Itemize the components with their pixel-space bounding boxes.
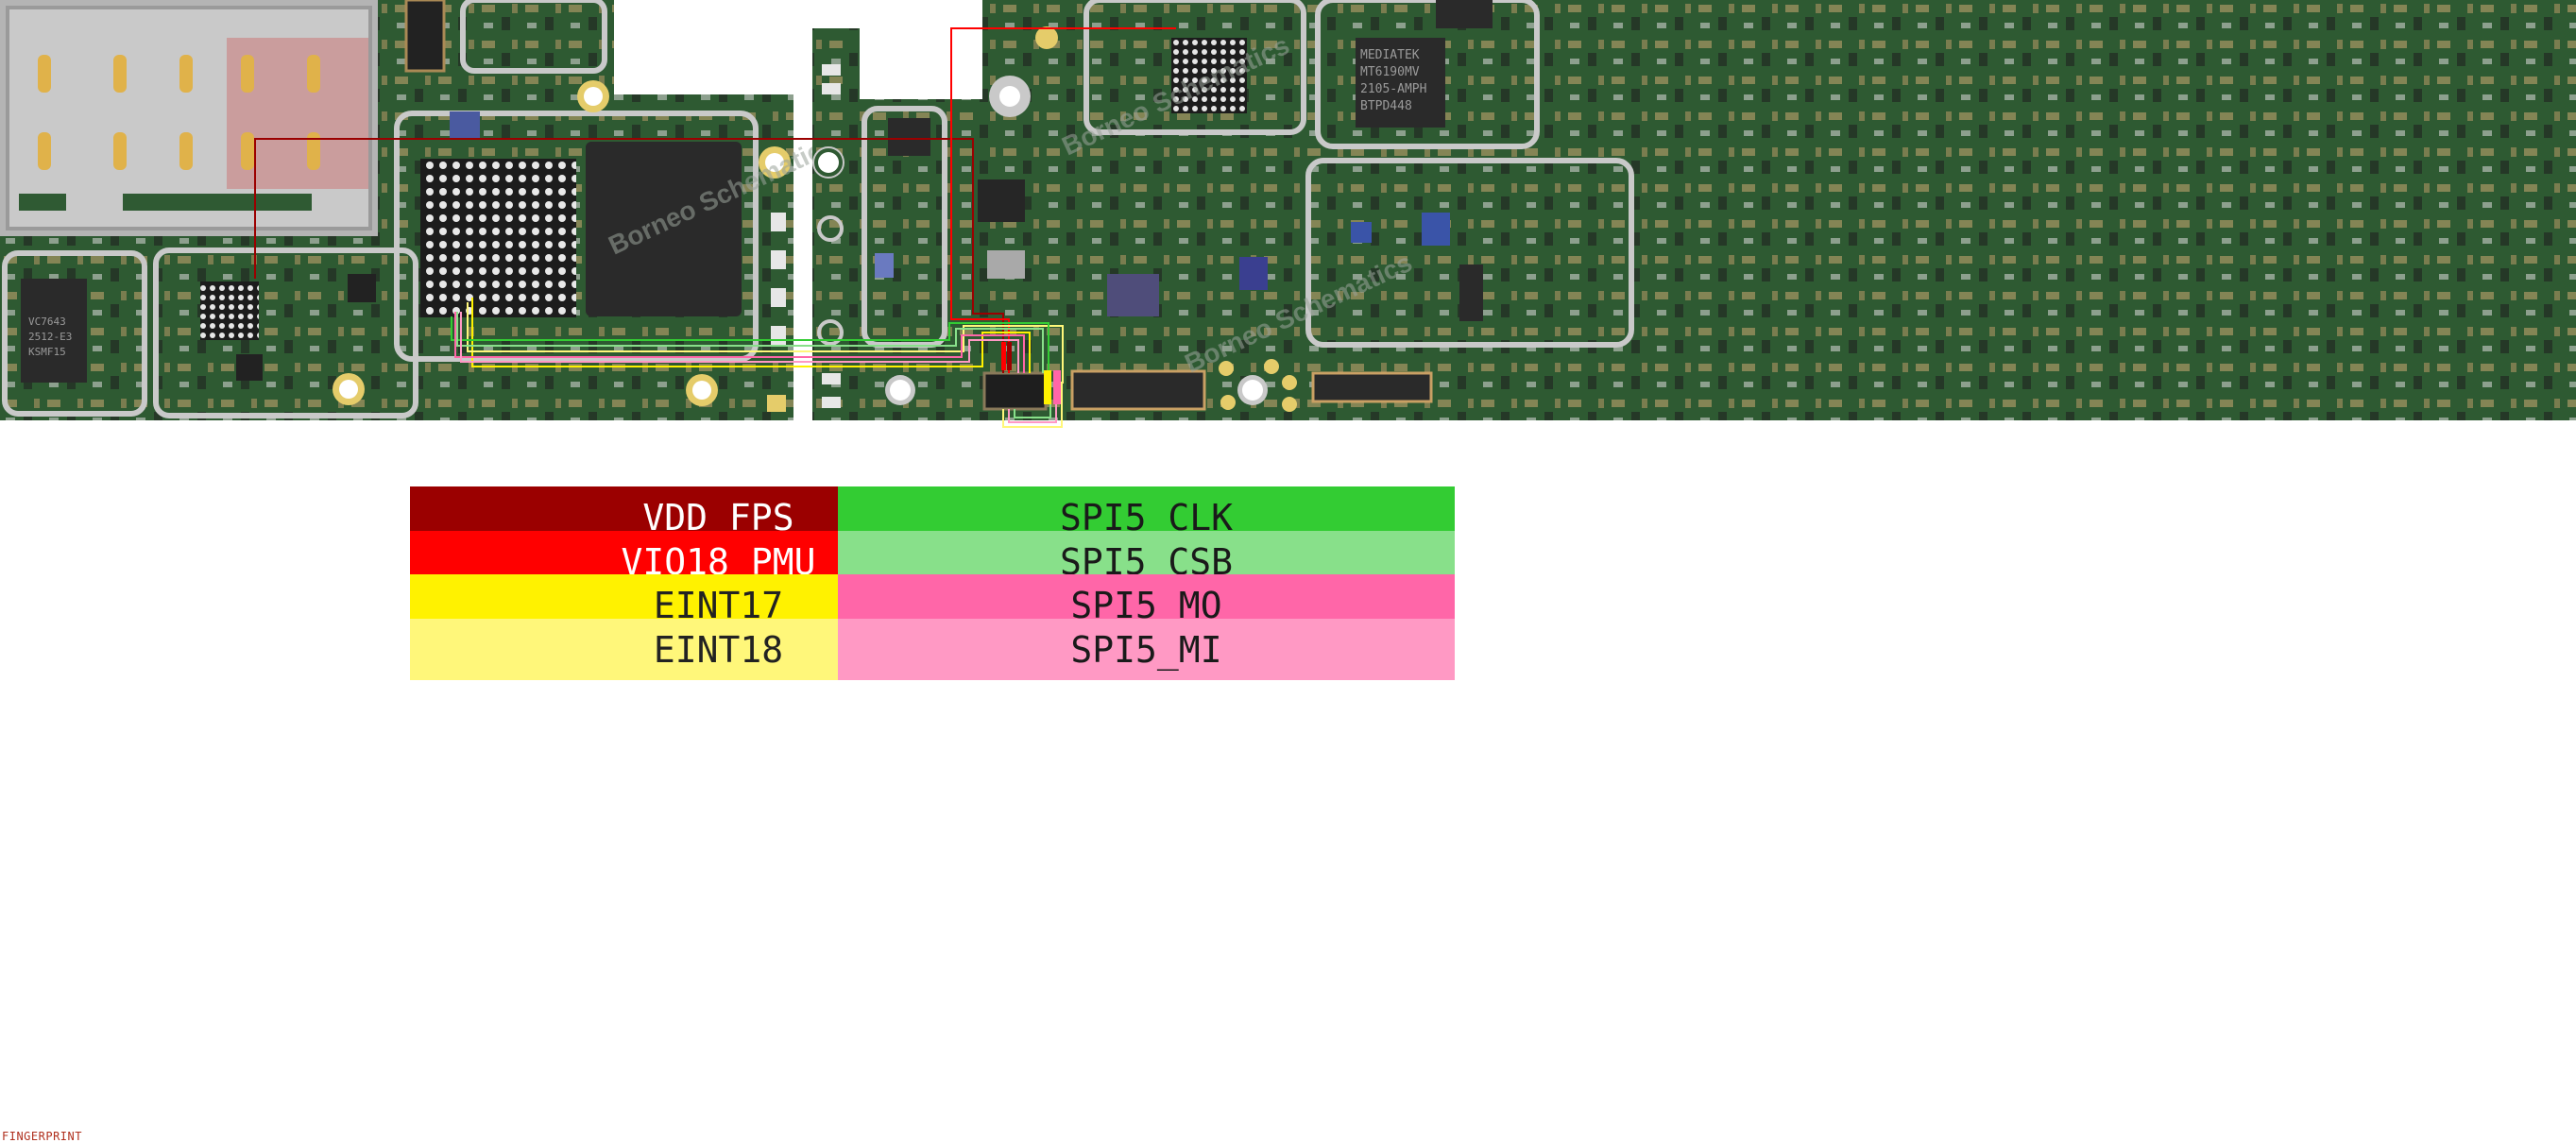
pcb-board-photo: VC7643 2512-E3 KSMF15 Borneo Schematics: [0, 0, 2576, 428]
right-board-section: MEDIATEK MT6190MV 2105-AMPH BTPD448: [812, 0, 2576, 420]
soc-bga-footprint: [420, 159, 576, 317]
legend-label: SPI5_MI: [1070, 628, 1222, 671]
pmic-bga-footprint: [1171, 38, 1247, 113]
svg-text:VC7643: VC7643: [28, 316, 66, 328]
battery-connector: [1311, 371, 1433, 403]
trace-spi5-mo: [454, 312, 1025, 373]
mounting-holes-left: [333, 80, 791, 406]
trace-vio18-pmu: [950, 27, 1176, 373]
svg-text:MT6190MV: MT6190MV: [1360, 65, 1420, 79]
trace-spi5-csb: [456, 312, 1044, 373]
trace-spi5-mi: [460, 312, 1019, 373]
svg-text:2512-E3: 2512-E3: [28, 331, 72, 343]
svg-text:KSMF15: KSMF15: [28, 346, 66, 358]
small-bga-footprint: [200, 281, 259, 340]
display-connector: [1070, 369, 1206, 411]
chip-left: [21, 279, 87, 383]
trace-eint17: [471, 298, 1031, 373]
left-board-section: VC7643 2512-E3 KSMF15 Borneo Schematics: [0, 0, 840, 420]
svg-text:2105-AMPH: 2105-AMPH: [1360, 82, 1426, 96]
diagram-footer-label: FINGERPRINT: [2, 1130, 82, 1143]
svg-text:MEDIATEK: MEDIATEK: [1360, 48, 1420, 62]
signal-traces: [254, 27, 1176, 428]
fingerprint-connector: [982, 371, 1048, 411]
trace-spi5-clk: [451, 316, 1049, 373]
legend-label: EINT18: [653, 628, 784, 671]
svg-text:BTPD448: BTPD448: [1360, 99, 1412, 113]
rf-transceiver-chip: [1356, 38, 1445, 128]
mounting-holes-right: [812, 76, 1268, 405]
memory-chip: [586, 142, 742, 316]
legend-spi5-mi: SPI5_MI: [838, 619, 1455, 680]
